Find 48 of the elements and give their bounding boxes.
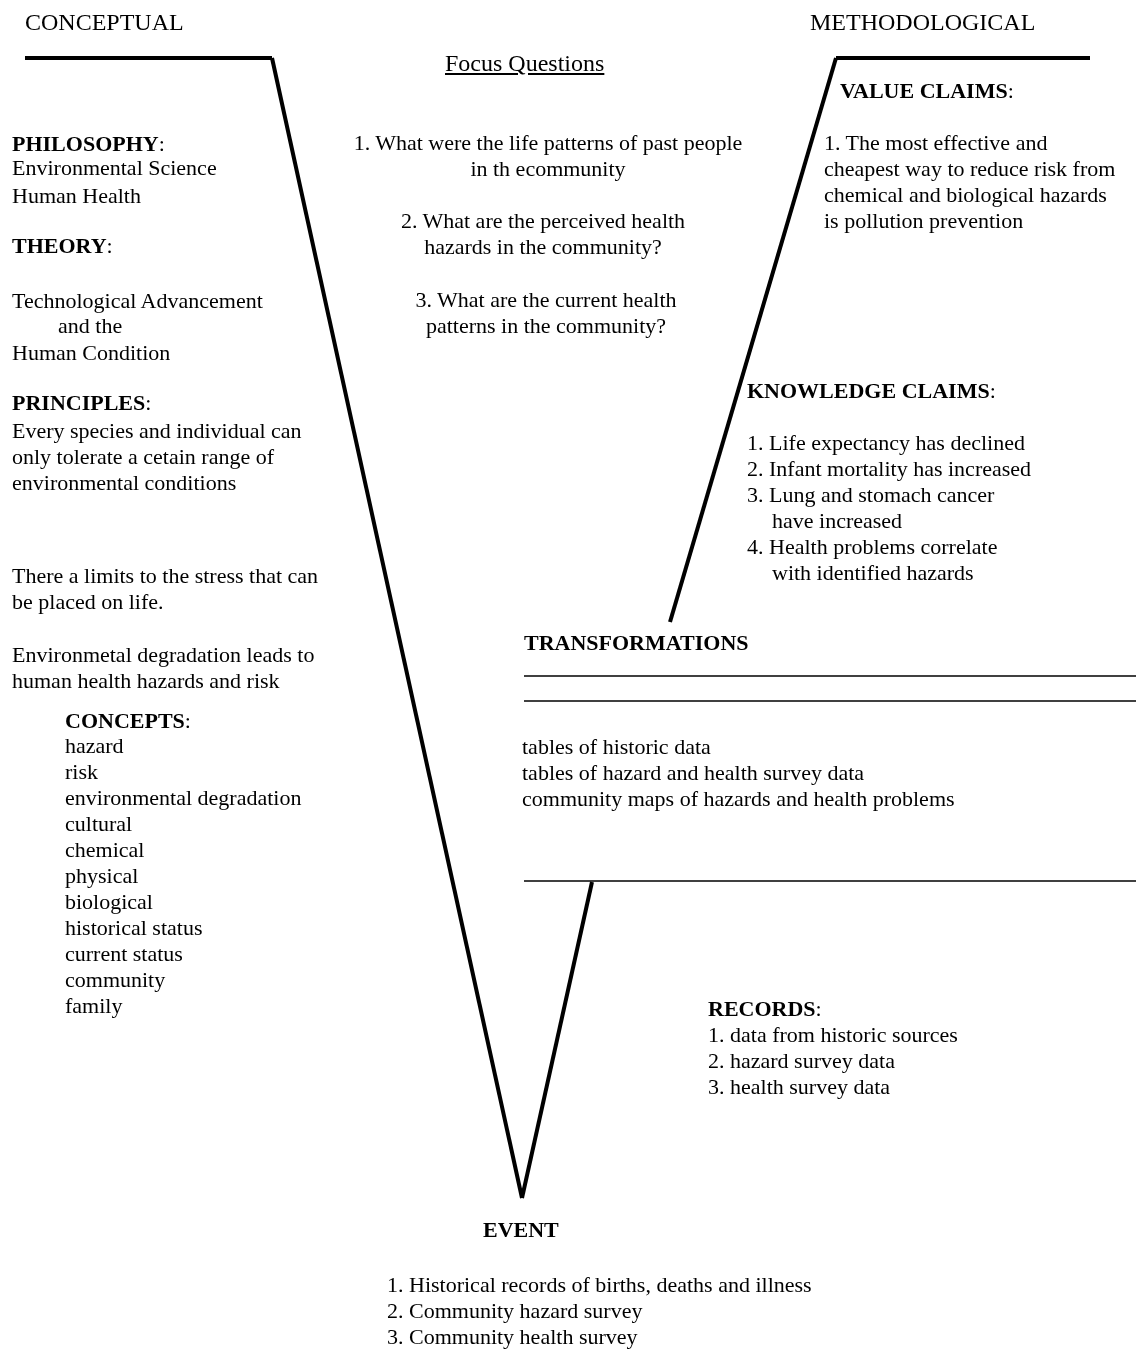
body-text: Every species and individual can only tolerate a cetain range of environmental conditions xyxy=(12,418,303,496)
body-text: There a limits to the stress that can be placed on life. xyxy=(12,563,320,615)
list-item: physical xyxy=(65,863,139,889)
list-item: 1. data from historic sources xyxy=(708,1022,958,1048)
list-item: 4. Health problems correlate with identified hazards xyxy=(747,534,999,586)
body-text: Human Health xyxy=(12,183,141,209)
list-item: risk xyxy=(65,759,98,785)
section-heading: CONCEPTS: xyxy=(65,708,191,734)
section-heading: TRANSFORMATIONS xyxy=(524,630,749,656)
section-heading: VALUE CLAIMS: xyxy=(840,78,1014,104)
list-item: hazard xyxy=(65,733,124,759)
list-item: 2. Community hazard survey xyxy=(387,1298,643,1324)
list-item: chemical xyxy=(65,837,145,863)
body-text: Environmetal degradation leads to human health hazards and risk xyxy=(12,642,316,694)
section-heading: KNOWLEDGE CLAIMS: xyxy=(747,378,996,404)
list-item: 3. Lung and stomach cancer have increased xyxy=(747,482,996,534)
body-text: and the xyxy=(58,313,123,339)
section-heading: EVENT xyxy=(483,1217,559,1243)
column-heading: CONCEPTUAL xyxy=(25,9,184,35)
focus-question: 3. What are the current health patterns in the community? xyxy=(414,287,678,339)
list-item: 1. Historical records of births, deaths and illness xyxy=(387,1272,812,1298)
body-text: Technological Advancement xyxy=(12,288,263,314)
list-item: family xyxy=(65,993,123,1019)
list-item: environmental degradation xyxy=(65,785,302,811)
list-item: 3. Community health survey xyxy=(387,1324,638,1349)
list-item: 2. Infant mortality has increased xyxy=(747,456,1033,482)
list-item: cultural xyxy=(65,811,133,837)
body-text: 1. The most effective and cheapest way to reduce risk from chemical and biological hazards is pollution prevention xyxy=(824,130,1117,234)
list-item: tables of hazard and health survey data xyxy=(522,760,865,786)
list-item: 3. health survey data xyxy=(708,1074,891,1100)
list-item: biological xyxy=(65,889,153,915)
section-heading: Focus Questions xyxy=(445,50,605,76)
list-item: community xyxy=(65,967,166,993)
list-item: community maps of hazards and health problems xyxy=(522,786,955,812)
section-heading: RECORDS: xyxy=(708,996,822,1022)
list-item: 1. Life expectancy has declined xyxy=(747,430,1026,456)
body-text: Environmental Science xyxy=(12,155,217,181)
body-text: Human Condition xyxy=(12,340,171,366)
focus-question: 1. What were the life patterns of past people in th ecommunity xyxy=(352,130,744,182)
column-heading: METHODOLOGICAL xyxy=(810,9,1036,35)
list-item: 2. hazard survey data xyxy=(708,1048,895,1074)
section-heading: PRINCIPLES: xyxy=(12,390,152,416)
section-heading: THEORY: xyxy=(12,233,113,259)
list-item: tables of historic data xyxy=(522,734,711,760)
list-item: current status xyxy=(65,941,183,967)
list-item: historical status xyxy=(65,915,203,941)
focus-question: 2. What are the perceived health hazards in the community? xyxy=(399,208,687,260)
section-heading: PHILOSOPHY: xyxy=(12,131,165,157)
